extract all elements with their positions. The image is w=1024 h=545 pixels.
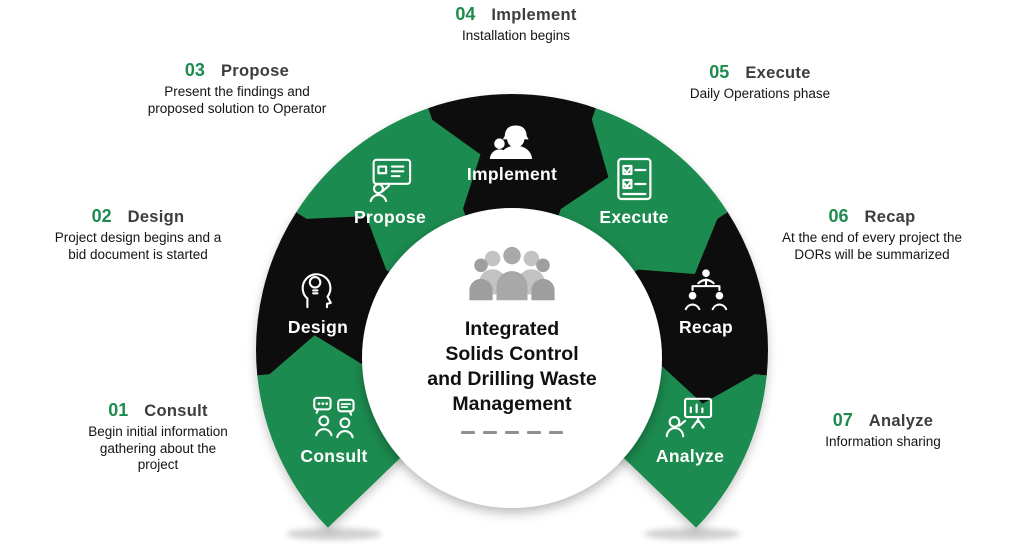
- arrow-propose-to-implement: [425, 115, 481, 213]
- callout-header: 07 Analyze: [793, 410, 973, 431]
- callout-06-recap: 06 Recap At the end of every project the…: [777, 206, 967, 263]
- step-number: 03: [184, 60, 205, 80]
- arrow-recap-to-analyze: [657, 362, 762, 404]
- callout-header: 01 Consult: [85, 400, 231, 421]
- step-number: 07: [832, 410, 853, 430]
- callout-07-analyze: 07 Analyze Information sharing: [793, 410, 973, 451]
- step-number: 02: [91, 206, 112, 226]
- step-title: Analyze: [868, 412, 934, 430]
- callout-04-implement: 04 Implement Installation begins: [396, 4, 636, 45]
- step-description: Begin initial information gathering abou…: [88, 424, 228, 473]
- step-number: 04: [455, 4, 476, 24]
- step-title: Consult: [144, 402, 208, 420]
- arrow-execute-to-recap: [633, 211, 721, 274]
- step-number: 05: [709, 62, 730, 82]
- step-description: At the end of every project the DORs wil…: [781, 230, 963, 262]
- callout-header: 04 Implement: [396, 4, 636, 25]
- callout-header: 05 Execute: [660, 62, 860, 83]
- arrow-design-to-propose: [299, 216, 388, 274]
- step-title: Propose: [220, 62, 290, 80]
- callout-header: 03 Propose: [142, 60, 332, 81]
- callout-header: 06 Recap: [777, 206, 967, 227]
- step-title: Design: [127, 208, 185, 226]
- step-number: 01: [108, 400, 129, 420]
- callout-05-execute: 05 Execute Daily Operations phase: [660, 62, 860, 103]
- step-title: Execute: [745, 64, 811, 82]
- leg-shadow-left: [286, 528, 382, 540]
- step-description: Daily Operations phase: [689, 86, 831, 101]
- callout-01-consult: 01 Consult Begin initial information gat…: [85, 400, 231, 474]
- leg-shadow-right: [644, 528, 740, 540]
- step-title: Recap: [864, 208, 916, 226]
- arrow-implement-to-execute: [557, 112, 609, 212]
- arrow-consult-to-design: [263, 335, 367, 380]
- step-title: Implement: [491, 6, 577, 24]
- center-circle: [362, 208, 662, 508]
- step-description: Present the findings and proposed soluti…: [147, 84, 327, 116]
- step-number: 06: [828, 206, 849, 226]
- step-description: Project design begins and a bid document…: [54, 230, 222, 262]
- callout-03-propose: 03 Propose Present the findings and prop…: [142, 60, 332, 117]
- callout-02-design: 02 Design Project design begins and a bi…: [46, 206, 231, 263]
- callout-header: 02 Design: [46, 206, 231, 227]
- step-description: Installation begins: [461, 28, 571, 43]
- step-description: Information sharing: [825, 434, 941, 449]
